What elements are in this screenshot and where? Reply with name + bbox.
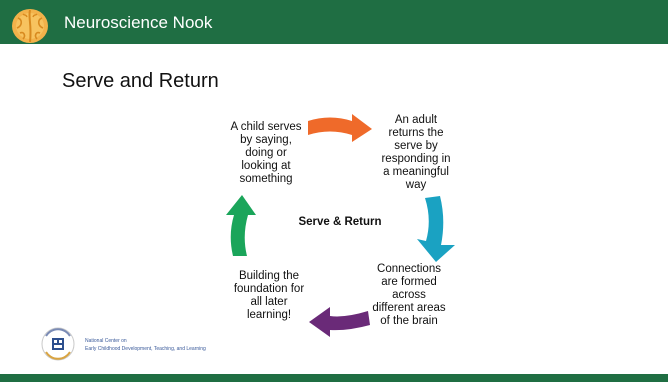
arrow-top: [308, 114, 372, 142]
cycle-center-label: Serve & Return: [298, 216, 382, 228]
footer-bar: [0, 374, 668, 382]
header-title: Neuroscience Nook: [64, 13, 213, 32]
logo-line-2: Early Childhood Development, Teaching, a…: [85, 346, 206, 352]
ncecdtl-logo: National Center on Early Childhood Devel…: [40, 326, 240, 366]
header-bar: Neuroscience Nook: [0, 0, 668, 44]
logo-line-1: National Center on: [85, 338, 127, 344]
node-adult-returns: An adult returns the serve by responding…: [381, 114, 451, 191]
node-child-serves: A child serves by saying, doing or looki…: [230, 121, 302, 185]
node-foundation: Building the foundation for all later le…: [233, 270, 305, 321]
logo-seal-icon: [41, 327, 75, 361]
brain-icon: [12, 9, 48, 43]
node-connections: Connections are formed across different …: [372, 263, 446, 327]
arrow-bottom: [309, 307, 370, 337]
slide-title: Serve and Return: [62, 70, 219, 92]
arrow-left: [226, 195, 256, 256]
arrow-right: [417, 196, 455, 262]
